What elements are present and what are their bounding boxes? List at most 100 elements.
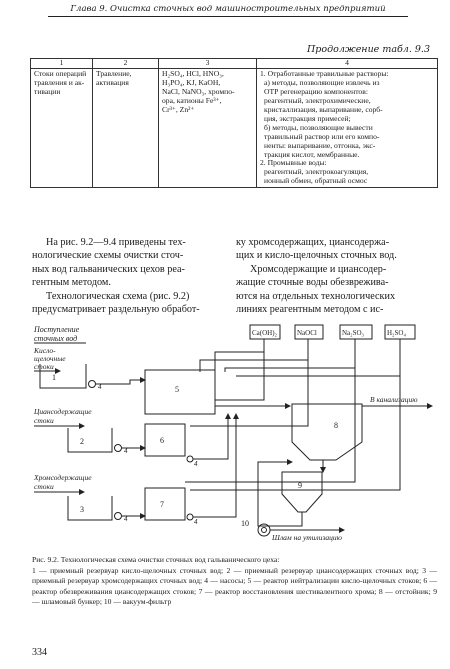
text-line: ных вод гальванических цехов реа-: [32, 263, 185, 275]
unit-number: 3: [80, 505, 84, 514]
figure-caption: Рис. 9.2. Технологическая схема очистки …: [32, 555, 437, 608]
receiving-tank-2: [67, 428, 113, 453]
cell-line: кристаллизация, выпаривание, сорб-: [264, 104, 383, 114]
vacuum-filter-core: [261, 527, 267, 533]
stream-label-cyanide: стоки: [34, 416, 54, 425]
inflow-title: Поступление: [33, 325, 80, 334]
unit-number: 10: [241, 519, 249, 528]
text-line: щих и кисло-щелочных сточных вод.: [236, 250, 397, 262]
text-line: жащие сточные воды обезврежива-: [236, 277, 389, 289]
caption-title: Рис. 9.2. Технологическая схема очистки …: [32, 555, 280, 564]
cell-line: H₃PO₄, KJ, KaOH,: [162, 77, 221, 87]
effluent-label: В канализацию: [370, 395, 418, 404]
text-line: предусматривает раздельную обработ-: [32, 304, 200, 316]
text-line: гентным методом.: [32, 277, 111, 289]
cell-line: Cr³⁺, Zn²⁺: [162, 104, 195, 114]
column-number: 1: [30, 58, 93, 69]
cell-line: ция, экстракция примесей;: [264, 113, 351, 123]
cell-line: ора, катионы Fe³⁺,: [162, 95, 222, 105]
cell-line: Травление,: [96, 68, 132, 78]
cell-line: тракция кислот, мембранные.: [264, 149, 360, 159]
process-flow-diagram: Поступление сточных вод Кисло- щелочные …: [33, 324, 433, 542]
stream-label-acid: щелочные: [34, 354, 66, 363]
pump-label: 4: [98, 383, 102, 391]
cell-line: NaCl, NaNO₃, хромпо-: [162, 86, 235, 96]
table-column-numbers: 1 2 3 4: [30, 58, 438, 69]
table-row: Стоки операций травления и ак- тивации Т…: [30, 67, 438, 189]
reagent-label: H₂SO₄: [387, 329, 406, 337]
text-line: линиях реагентным методом с ис-: [236, 304, 384, 316]
reagent-line-sodium-hypochlorite: [190, 339, 309, 427]
pollutants-table: 1 2 3 4 Стоки операций травления и ак- т…: [30, 58, 438, 189]
neutralization-reactor-5: [144, 369, 216, 415]
pump: [186, 455, 194, 463]
stream-label-acid: Кисло-: [33, 346, 56, 355]
transfer-pipe-6-5: [193, 413, 231, 460]
pump-label: 4: [124, 447, 128, 455]
cell-line: ненты: выпаривание, отгонка, экс-: [264, 140, 376, 150]
cell-line: реагентный, электрокоагуляция,: [264, 167, 369, 177]
unit-number: 5: [175, 385, 179, 394]
receiving-tank-1: [39, 364, 87, 389]
running-head: Глава 9. Очистка сточных вод машинострои…: [48, 4, 408, 17]
cell-line: ОТР регенерацию компонентов:: [264, 86, 368, 96]
column-number: 2: [92, 58, 159, 69]
transfer-pipe-1-5: [96, 377, 146, 385]
text-line: ются на отдельных технологических: [236, 290, 396, 302]
text-line: Хромсодержащие и циансодер-: [250, 263, 387, 275]
text-line: На рис. 9.2—9.4 приведены тех-: [46, 237, 186, 248]
table-cell-pollutants: H₂SO₄, HCl, HNO₃, H₃PO₄, KJ, KaOH, NaCl,…: [158, 67, 257, 189]
reagent-line-sulfuric-acid: [190, 339, 401, 491]
table-continuation-label: Продолжение табл. 9.3: [307, 44, 430, 55]
cyanide-reactor-6: [144, 423, 186, 457]
unit-number: 9: [298, 481, 302, 490]
pump: [114, 444, 122, 452]
column-number: 3: [158, 58, 257, 69]
text-line: Технологическая схема (рис. 9.2): [46, 290, 190, 302]
pump: [114, 512, 122, 520]
pump-label: 4: [194, 460, 198, 468]
cell-line: тивации: [34, 86, 61, 96]
unit-number: 2: [80, 437, 84, 446]
reagent-label: Ca(OH)₂: [252, 329, 278, 337]
cell-line: травления и ак-: [34, 77, 85, 87]
reagent-tank-sodium-hypochlorite: [294, 324, 324, 340]
transfer-pipe-7-5: [193, 413, 239, 518]
caption-legend: 1 — приемный резервуар кисло-щелочных ст…: [32, 565, 437, 607]
cell-line: Стоки операций: [34, 68, 87, 78]
page-number: 334: [32, 647, 47, 658]
stream-label-cyanide: Циансодержащие: [33, 407, 92, 416]
table-cell-wastewater-type: Стоки операций травления и ак- тивации: [30, 67, 93, 189]
table-cell-process: Травление, активация: [92, 67, 159, 189]
cell-line: реагентный, электрохимические,: [264, 95, 371, 105]
cell-line: активация: [96, 77, 129, 87]
cell-line: ионный обмен, обратный осмос: [264, 176, 368, 186]
cell-line: 1. Отработанные травильные растворы:: [260, 68, 389, 78]
reagent-line-sodium-sulfite: [185, 339, 356, 483]
stream-label-chromium: стоки: [34, 482, 54, 491]
unit-number: 6: [160, 436, 164, 445]
text-line: нологические схемы очистки сточ-: [32, 250, 184, 262]
reagent-tank-sodium-sulfite: [339, 324, 373, 340]
chromium-reactor-7: [144, 487, 186, 521]
body-text-left-column: На рис. 9.2—9.4 приведены тех- нологичес…: [32, 236, 226, 316]
receiving-tank-3: [67, 496, 113, 521]
cell-line: травильный раствор или его компо-: [264, 131, 380, 141]
sludge-out-label: Шлам на утилизацию: [271, 533, 343, 542]
reagent-label: Na₂SO₃: [342, 329, 365, 337]
reagent-tank-calcium-hydroxide: [249, 324, 281, 340]
return-line: [257, 459, 303, 527]
body-text-right-column: ку хромсодержащих, циансодержа- щих и ки…: [236, 236, 436, 316]
unit-number: 8: [334, 421, 338, 430]
column-number: 4: [256, 58, 438, 69]
reagent-label: NaOCl: [297, 329, 317, 337]
pump-label: 4: [194, 518, 198, 526]
table-cell-methods: 1. Отработанные травильные растворы: а) …: [256, 67, 438, 189]
pump: [186, 513, 194, 521]
stream-label-acid: стоки: [34, 362, 54, 371]
text-line: ку хромсодержащих, циансодержа-: [236, 237, 390, 248]
stream-label-chromium: Хромсодержащие: [33, 473, 92, 482]
cell-line: 2. Промывные воды:: [260, 158, 327, 168]
cell-line: б) методы, позволяющие вывести: [264, 122, 373, 132]
reagent-line-calcium-hydroxide: [214, 339, 265, 401]
